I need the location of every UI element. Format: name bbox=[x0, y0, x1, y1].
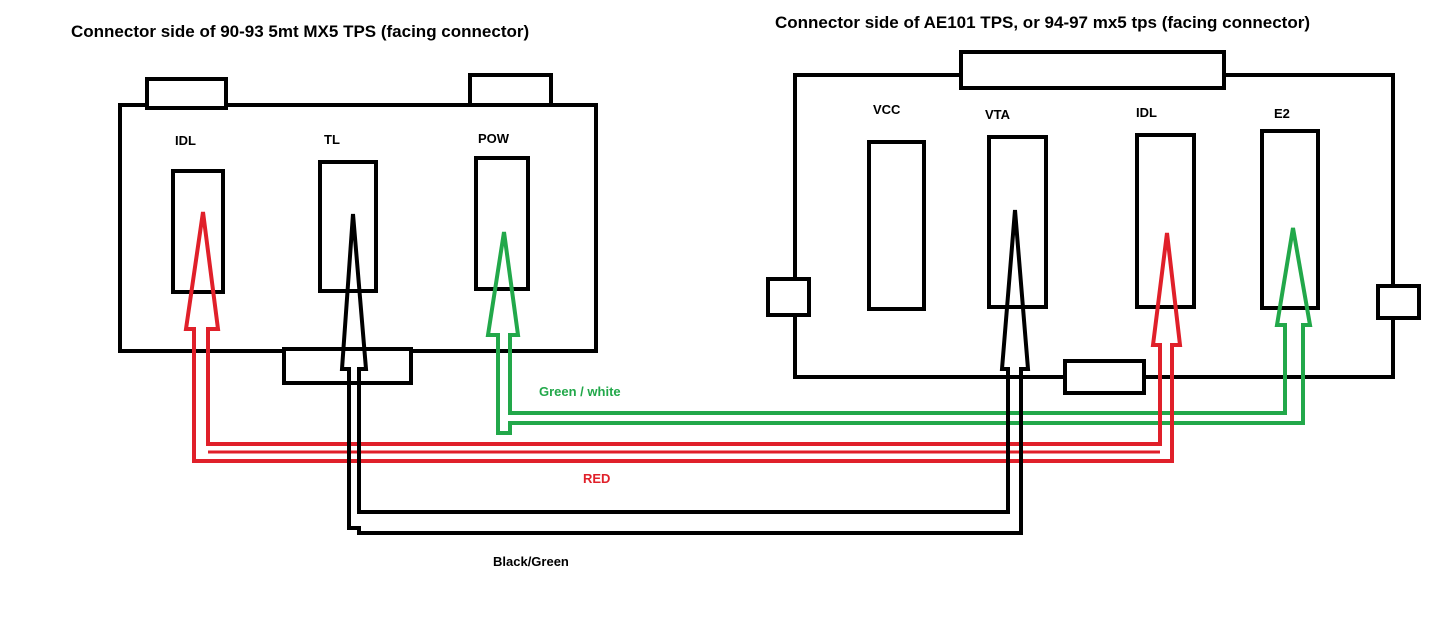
left-tab-top-left bbox=[145, 77, 228, 110]
right-tab-left bbox=[766, 277, 811, 317]
wire-label-red: RED bbox=[583, 471, 611, 486]
wire-green-outline bbox=[485, 227, 1313, 435]
left-connector-title: Connector side of 90-93 5mt MX5 TPS (fac… bbox=[71, 22, 530, 41]
left-pin-label-idl: IDL bbox=[175, 133, 196, 148]
right-connector-title: Connector side of AE101 TPS, or 94-97 mx… bbox=[775, 13, 1310, 32]
right-pin-label-idl: IDL bbox=[1136, 105, 1157, 120]
left-pin-label-pow: POW bbox=[478, 131, 510, 146]
left-pin-label-tl: TL bbox=[324, 132, 340, 147]
right-tab-right bbox=[1376, 284, 1421, 320]
right-tab-bottom bbox=[1063, 359, 1146, 395]
wire-green-white bbox=[485, 227, 1313, 435]
left-connector bbox=[118, 73, 598, 385]
right-tab-top bbox=[959, 50, 1226, 90]
right-pin-vta bbox=[987, 135, 1048, 309]
left-pin-idl bbox=[171, 169, 225, 294]
right-pin-idl bbox=[1135, 133, 1196, 309]
right-pin-label-vta: VTA bbox=[985, 107, 1011, 122]
left-pin-pow bbox=[474, 156, 530, 291]
wire-label-green-white: Green / white bbox=[539, 384, 621, 399]
wire-label-black-green: Black/Green bbox=[493, 554, 569, 569]
right-pin-label-e2: E2 bbox=[1274, 106, 1290, 121]
right-pin-vcc bbox=[867, 140, 926, 311]
wire-black-outline bbox=[339, 209, 1031, 535]
right-connector bbox=[766, 50, 1421, 395]
left-tab-top-right bbox=[468, 73, 553, 107]
wire-red-outline bbox=[183, 211, 1183, 463]
right-pin-e2 bbox=[1260, 129, 1320, 310]
right-pin-label-vcc: VCC bbox=[873, 102, 901, 117]
wire-black-green bbox=[339, 209, 1031, 535]
wire-red bbox=[183, 211, 1183, 463]
